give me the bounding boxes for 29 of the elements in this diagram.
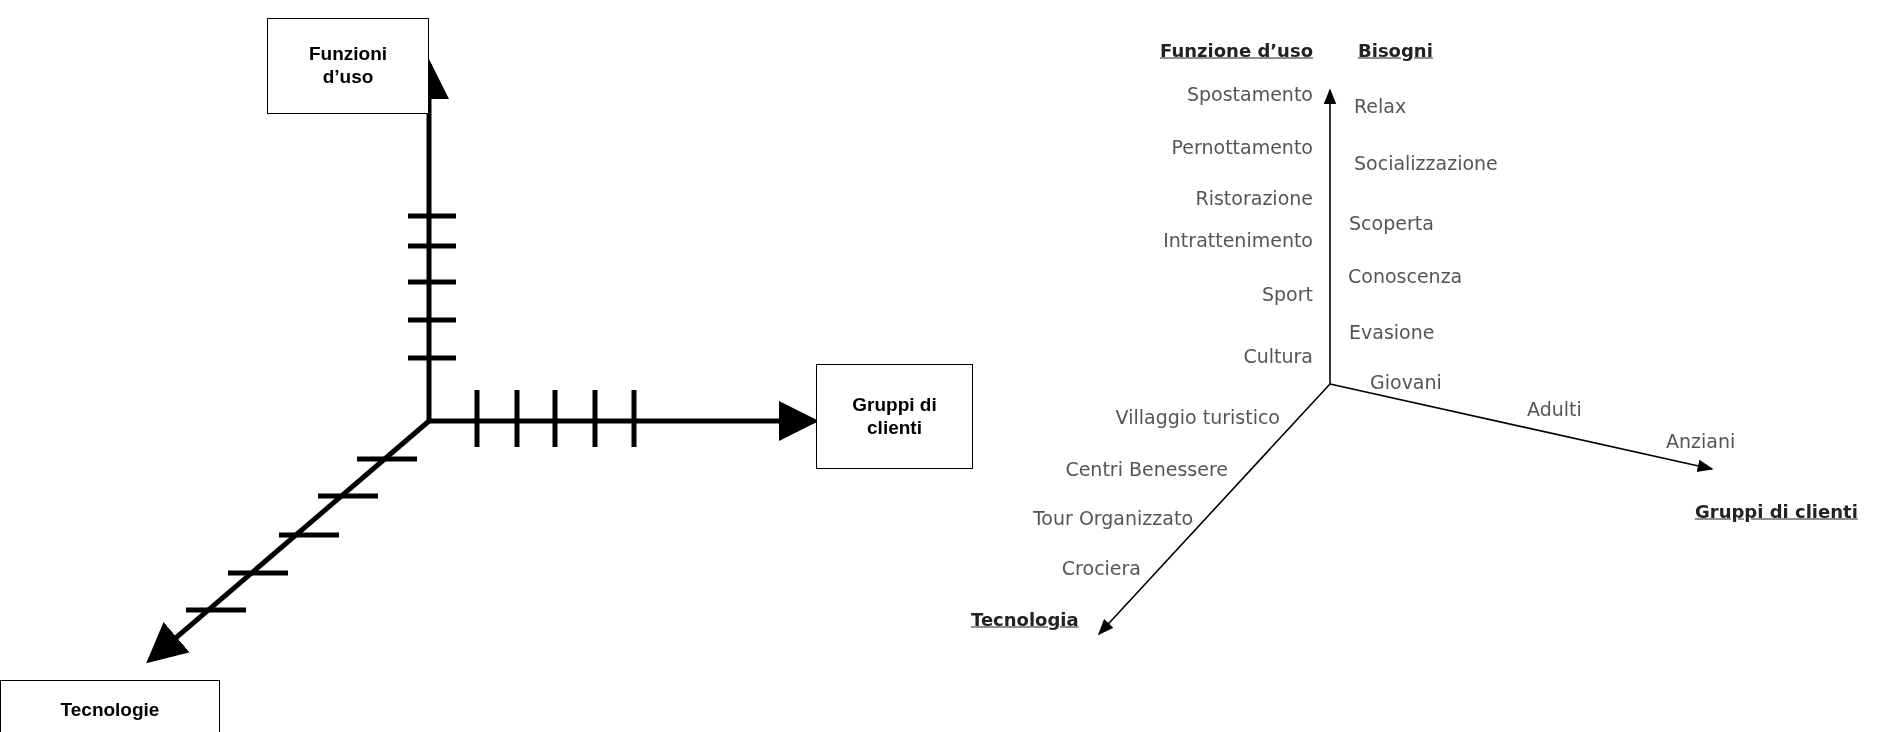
axis-value-label: Ristorazione bbox=[1195, 187, 1313, 209]
axis-value-label: Centri Benessere bbox=[1065, 458, 1228, 480]
axis-heading: Bisogni bbox=[1358, 39, 1433, 61]
axis-arrow bbox=[146, 419, 431, 664]
axis-heading: Gruppi di clienti bbox=[1695, 500, 1858, 522]
axis-title-box bbox=[0, 680, 220, 732]
axis-value-label: Scoperta bbox=[1349, 212, 1434, 234]
axis-value-label: Tour Organizzato bbox=[1033, 507, 1193, 529]
axis-value-label: Intrattenimento bbox=[1163, 229, 1313, 251]
axis-value-label: Villaggio turistico bbox=[1115, 406, 1280, 428]
axis-heading: Tecnologia bbox=[971, 608, 1079, 630]
axis-title: Gruppi di clienti bbox=[851, 393, 938, 440]
axis-value-label: Relax bbox=[1354, 95, 1407, 117]
axis-title: Funzioni d’uso bbox=[307, 43, 389, 89]
axis-value-label: Spostamento bbox=[1186, 83, 1313, 105]
axis-value-label: Cultura bbox=[1243, 345, 1313, 367]
axis-value-label: Giovani bbox=[1370, 371, 1442, 393]
axis-value-label: Evasione bbox=[1349, 321, 1435, 343]
axis-title-box bbox=[816, 364, 973, 469]
axis-title: Tecnologie bbox=[60, 698, 160, 722]
axis-value-label: Sport bbox=[1262, 283, 1313, 305]
axis-value-label: Crociera bbox=[1061, 557, 1141, 579]
axis-value-label: Pernottamento bbox=[1171, 136, 1313, 158]
axis-title-box bbox=[267, 18, 429, 114]
axis-heading: Funzione d’uso bbox=[1160, 39, 1313, 61]
axis-value-label: Anziani bbox=[1666, 430, 1736, 452]
axis-value-label: Adulti bbox=[1527, 398, 1582, 420]
axis-value-label: Socializzazione bbox=[1354, 152, 1498, 174]
axis-value-label: Conoscenza bbox=[1348, 265, 1463, 287]
